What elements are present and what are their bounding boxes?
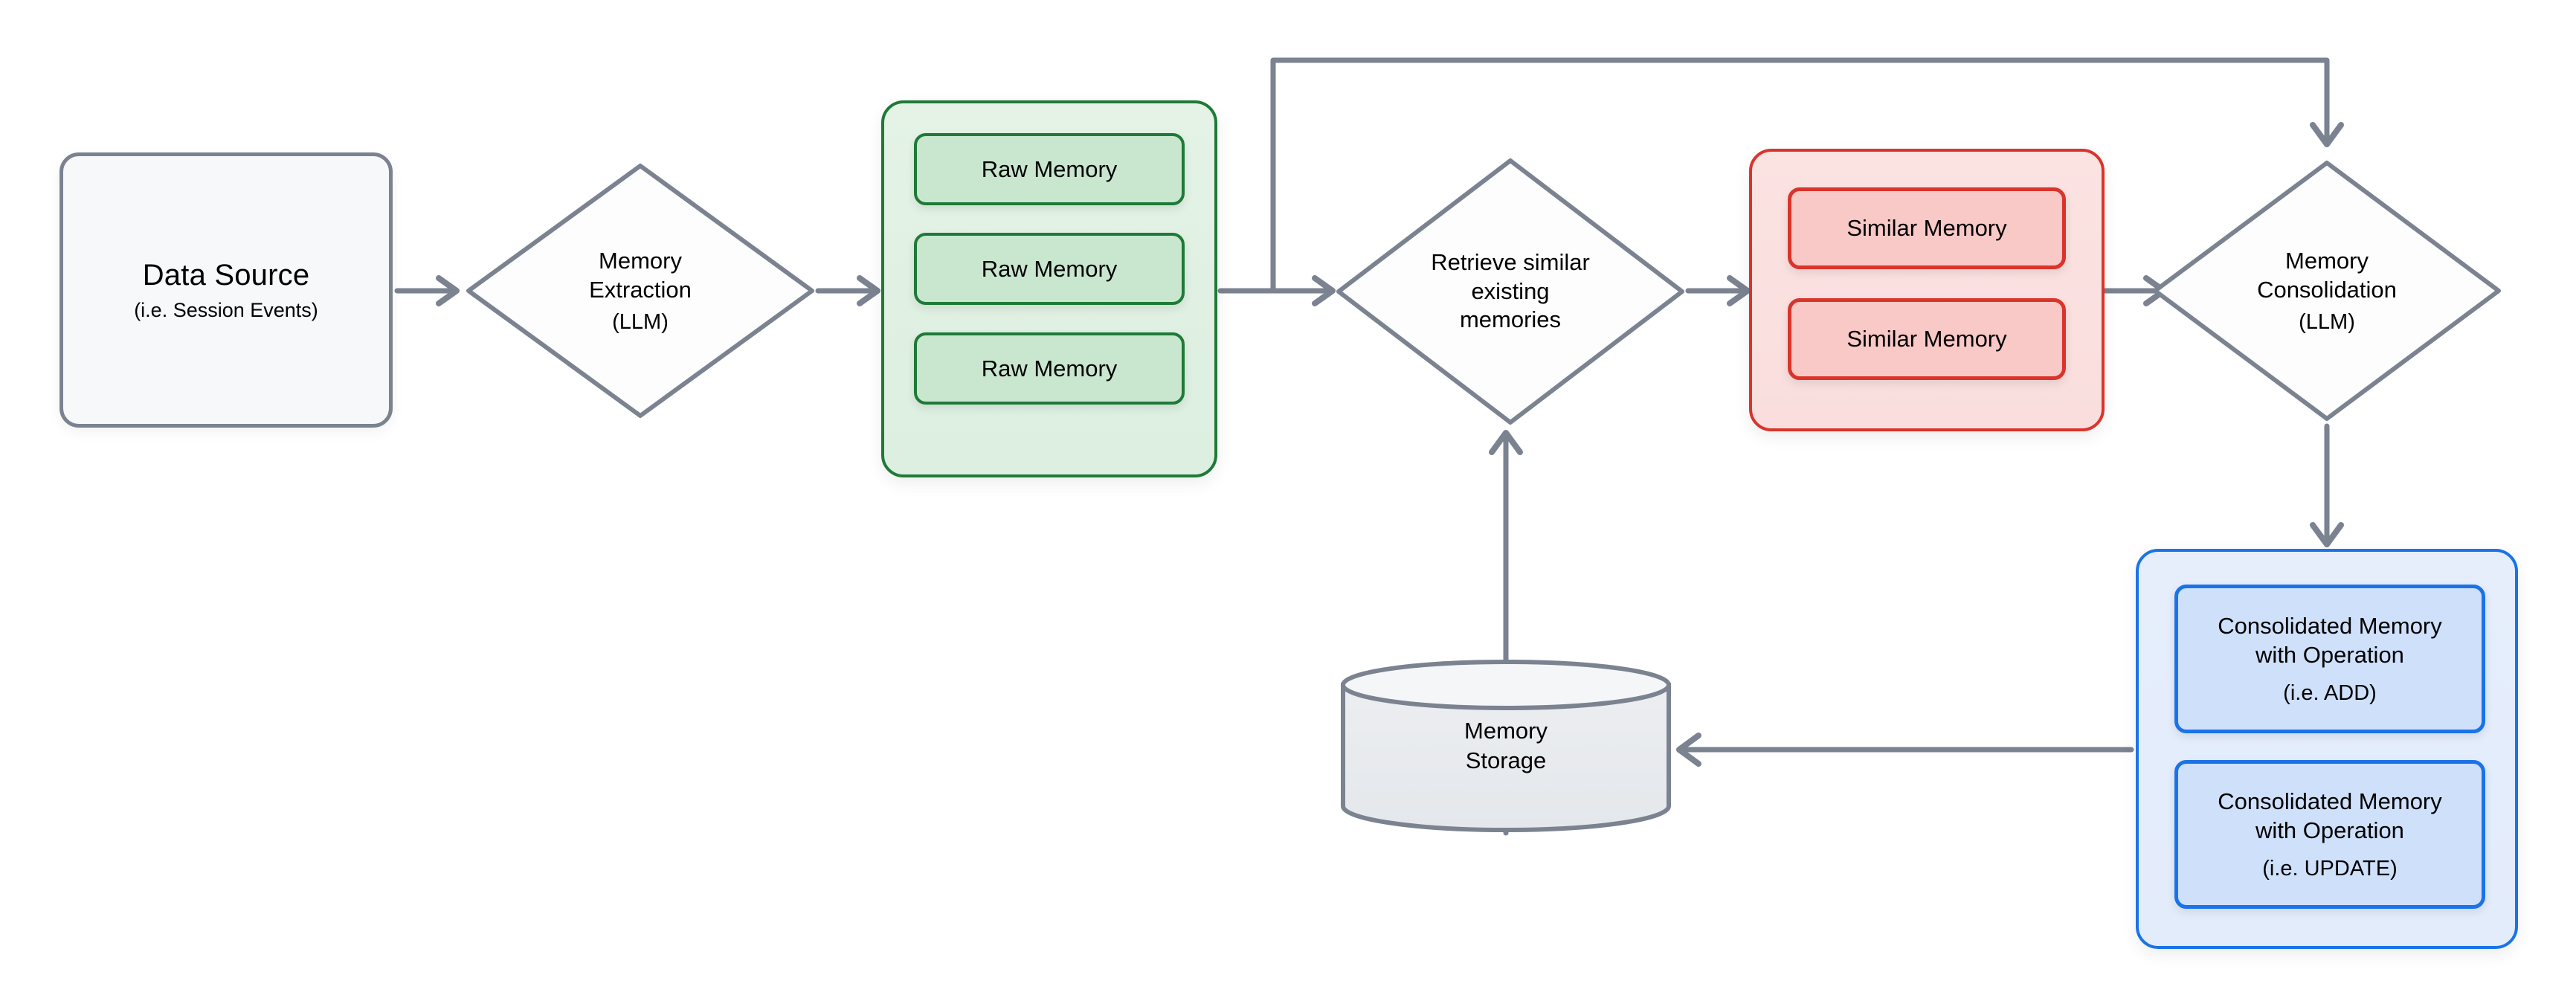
edge-consolidated-group-to-memory-storage: [1676, 733, 2134, 767]
node-memory-consolidation[interactable]: Memory Consolidation (LLM): [2149, 157, 2505, 425]
consolidated-memory-add-subtitle: (i.e. ADD): [2283, 681, 2377, 706]
memory-extraction-line1: Memory: [599, 247, 682, 274]
memory-extraction-line2: Extraction: [589, 276, 692, 303]
chip-similar-memory-1[interactable]: Similar Memory: [1788, 187, 2066, 269]
group-consolidated-memory: Consolidated Memory with Operation (i.e.…: [2136, 549, 2518, 949]
group-similar-memory: Similar Memory Similar Memory: [1749, 149, 2105, 431]
retrieve-similar-line1: Retrieve similar: [1431, 248, 1590, 275]
chip-raw-memory-3[interactable]: Raw Memory: [914, 332, 1185, 405]
retrieve-similar-label: Retrieve similar existing memories: [1333, 155, 1688, 428]
chip-consolidated-memory-add[interactable]: Consolidated Memory with Operation (i.e.…: [2174, 585, 2485, 733]
memory-storage-cylinder-shape: [1341, 660, 1671, 832]
node-memory-storage[interactable]: Memory Storage: [1339, 658, 1673, 833]
retrieve-similar-line2: existing: [1471, 277, 1550, 304]
data-source-title: Data Source: [142, 258, 310, 292]
edge-raw-memory-group-to-retrieve-similar: [1217, 275, 1336, 306]
group-raw-memory: Raw Memory Raw Memory Raw Memory: [881, 100, 1217, 477]
node-data-source[interactable]: Data Source (i.e. Session Events): [59, 152, 393, 428]
memory-consolidation-line1: Memory: [2285, 247, 2369, 274]
consolidated-memory-update-line1: Consolidated Memory: [2218, 788, 2442, 814]
edge-memory-consolidation-to-consolidated-group: [2310, 423, 2344, 547]
raw-memory-label-3: Raw Memory: [981, 355, 1118, 382]
memory-extraction-subtitle: (LLM): [612, 310, 669, 335]
chip-similar-memory-2[interactable]: Similar Memory: [1788, 298, 2066, 380]
chip-raw-memory-2[interactable]: Raw Memory: [914, 233, 1185, 305]
consolidated-memory-add-line2: with Operation: [2255, 641, 2404, 668]
memory-consolidation-line2: Consolidation: [2257, 276, 2397, 303]
node-retrieve-similar-memories[interactable]: Retrieve similar existing memories: [1333, 155, 1688, 428]
retrieve-similar-diamond-shape: [1336, 158, 1684, 425]
consolidated-memory-add-line1: Consolidated Memory: [2218, 612, 2442, 639]
chip-raw-memory-1[interactable]: Raw Memory: [914, 133, 1185, 205]
edge-data-source-to-memory-extraction: [394, 275, 460, 306]
edge-retrieve-similar-to-similar-memory-group: [1685, 275, 1751, 306]
memory-storage-line1: Memory: [1464, 717, 1548, 744]
retrieve-similar-line3: memories: [1459, 306, 1562, 333]
similar-memory-label-1: Similar Memory: [1846, 215, 2007, 241]
edge-memory-extraction-to-raw-memory-group: [815, 275, 880, 306]
memory-extraction-label: Memory Extraction (LLM): [463, 160, 818, 422]
memory-storage-label: Memory Storage: [1339, 658, 1673, 833]
consolidated-memory-update-subtitle: (i.e. UPDATE): [2262, 857, 2398, 881]
raw-memory-label-2: Raw Memory: [981, 255, 1118, 282]
memory-consolidation-subtitle: (LLM): [2299, 310, 2355, 335]
node-memory-extraction[interactable]: Memory Extraction (LLM): [463, 160, 818, 422]
similar-memory-label-2: Similar Memory: [1846, 326, 2007, 352]
raw-memory-label-1: Raw Memory: [981, 155, 1118, 182]
memory-extraction-diamond-shape: [466, 164, 814, 418]
data-source-subtitle: (i.e. Session Events): [134, 298, 318, 321]
memory-storage-line2: Storage: [1465, 747, 1547, 773]
memory-consolidation-label: Memory Consolidation (LLM): [2149, 157, 2505, 425]
consolidated-memory-update-line2: with Operation: [2255, 817, 2404, 843]
memory-consolidation-diamond-shape: [2153, 161, 2501, 421]
chip-consolidated-memory-update[interactable]: Consolidated Memory with Operation (i.e.…: [2174, 760, 2485, 909]
